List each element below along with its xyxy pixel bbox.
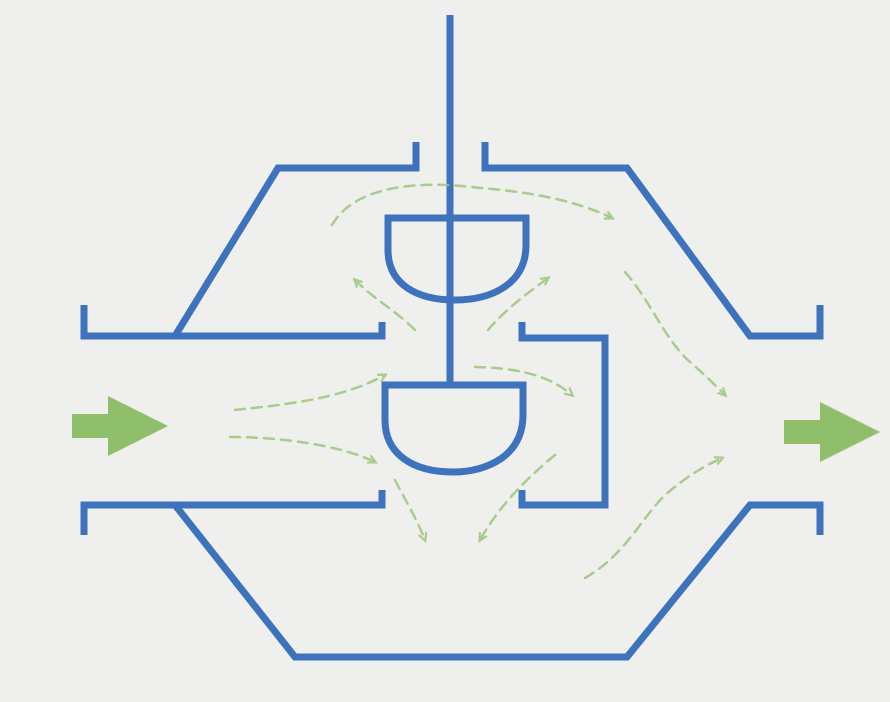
flow-path-upper-left-up: [355, 280, 417, 332]
flow-path-top: [330, 183, 612, 227]
upper-body-left: [172, 142, 420, 338]
flow-path-upper-right-up: [486, 278, 548, 332]
lower-valve-plug: [381, 381, 527, 476]
flow-path-lower-right-down: [480, 453, 557, 540]
valve-body: [80, 15, 824, 661]
flow-path-lower-left-down: [393, 478, 425, 540]
flow-path-mid-right: [473, 365, 572, 395]
outlet-arrow-icon: [784, 402, 880, 462]
inlet-lower-wall: [80, 490, 386, 535]
inlet-upper-wall: [80, 305, 386, 340]
inlet-arrow-icon: [72, 396, 168, 456]
upper-valve-plug: [384, 214, 530, 304]
flow-path-outlet-lower: [583, 458, 722, 580]
upper-body-right: [481, 142, 824, 340]
flow-path-inlet-lower: [228, 435, 375, 462]
flow-paths: [228, 183, 725, 580]
flow-path-inlet-upper: [233, 375, 385, 412]
flow-path-outlet-upper: [623, 270, 725, 395]
internal-partition: [518, 322, 609, 509]
lower-body: [172, 501, 824, 661]
